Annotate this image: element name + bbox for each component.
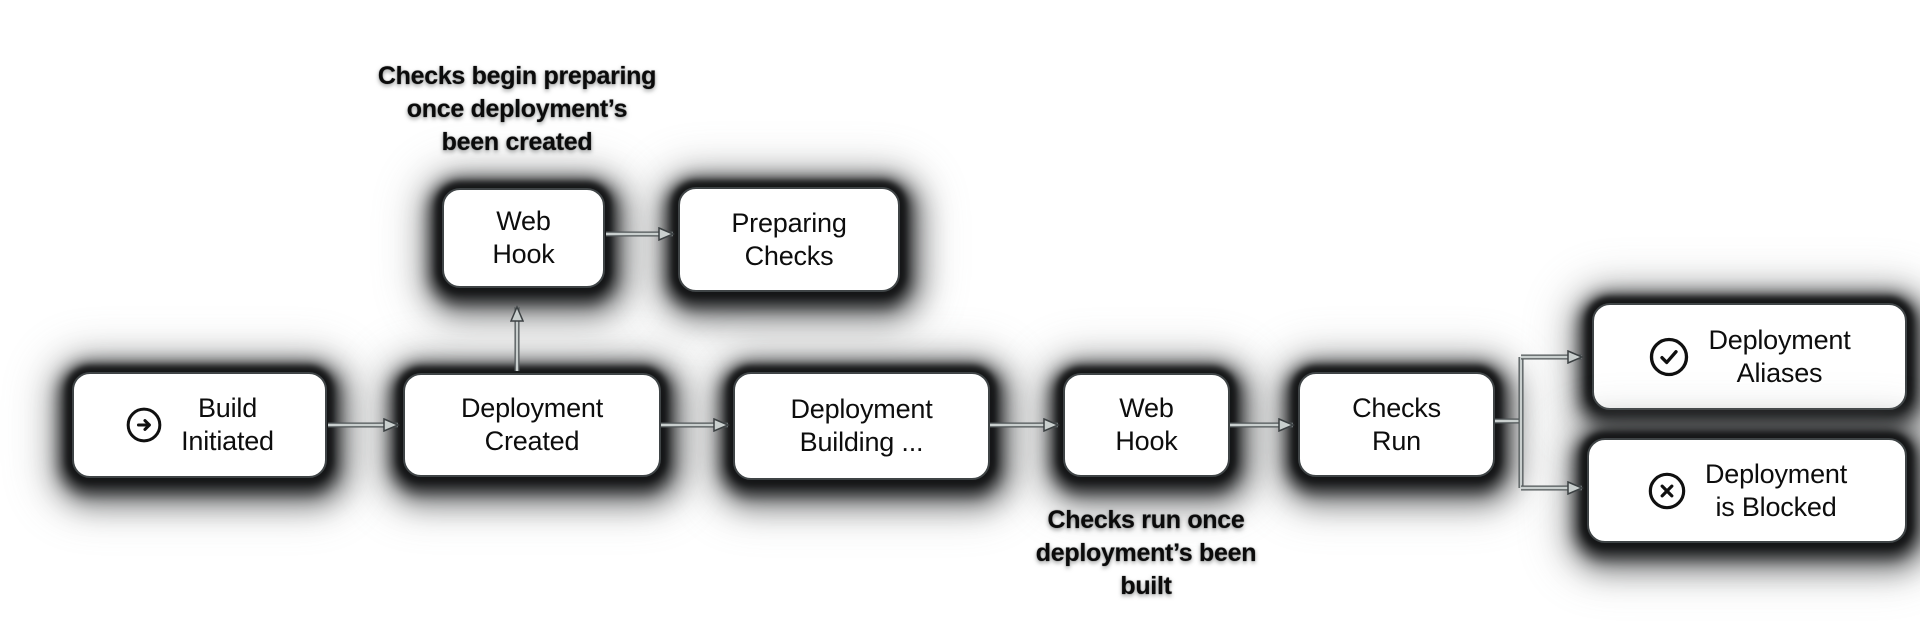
annotation-checks-run-note: Checks run once deployment’s been built — [1035, 504, 1257, 603]
node-label-line: Deployment — [1704, 458, 1848, 489]
node-label-line: Hook — [1115, 426, 1178, 456]
annotation-line: Checks begin preparing — [377, 62, 657, 90]
node-label-line: Created — [484, 426, 580, 456]
node-label-line: Build — [197, 393, 258, 423]
node-label-line: Aliases — [1736, 357, 1823, 388]
node-label-line: Building ... — [799, 427, 924, 457]
node-label-line: Deployment — [460, 393, 604, 423]
node-label-line: Deployment — [790, 394, 933, 424]
node-label-line: Preparing — [731, 207, 847, 238]
annotation-line: built — [1120, 572, 1172, 600]
node-label-line: Hook — [492, 239, 555, 269]
check-circle-icon — [1648, 336, 1690, 378]
node-label-line: Deployment — [1708, 324, 1851, 355]
node-label-line: Web — [496, 206, 551, 236]
annotation-checks-begin-note: Checks begin preparing once deployment’s b… — [377, 60, 657, 159]
node-label-line: Initiated — [181, 426, 274, 456]
annotation-line: Checks run once — [1047, 506, 1245, 534]
node-label-line: Run — [1372, 425, 1421, 456]
node-label-line: is Blocked — [1715, 491, 1837, 522]
node-label-line: Web — [1119, 393, 1174, 423]
annotation-line: once deployment’s — [406, 95, 628, 123]
annotation-line: been created — [441, 128, 593, 156]
arrow-right-circle-icon — [125, 406, 163, 444]
node-label-line: Checks — [744, 240, 834, 271]
annotation-line: deployment’s been — [1035, 539, 1257, 567]
x-circle-icon — [1647, 471, 1687, 511]
node-label-line: Checks — [1352, 392, 1441, 423]
